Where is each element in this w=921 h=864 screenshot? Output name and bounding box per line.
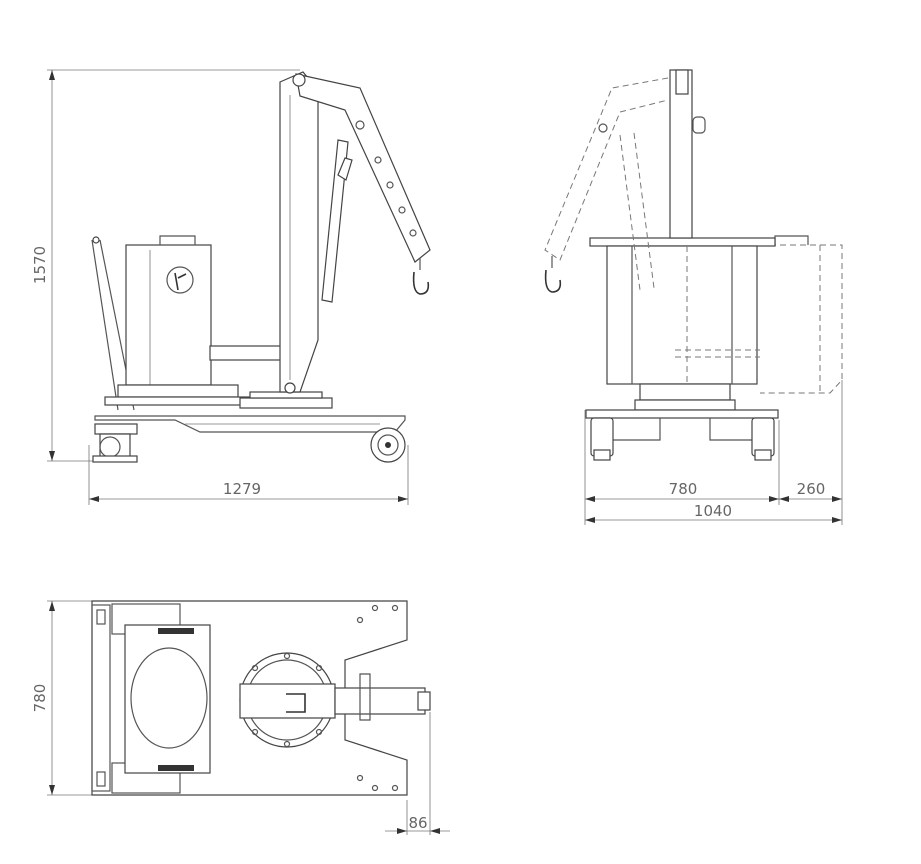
side-length-label: 1279	[223, 480, 261, 498]
side-view: 1570 1279	[31, 69, 431, 505]
front-width-label: 780	[669, 480, 698, 498]
top-width-label: 780	[31, 684, 49, 713]
top-view: 780	[31, 600, 450, 835]
front-total-label: 1040	[694, 502, 732, 520]
front-view: 780 260 1040	[544, 69, 843, 525]
top-overhang-label: 86	[408, 814, 427, 832]
front-extension-label: 260	[797, 480, 826, 498]
side-height-label: 1570	[31, 246, 49, 284]
